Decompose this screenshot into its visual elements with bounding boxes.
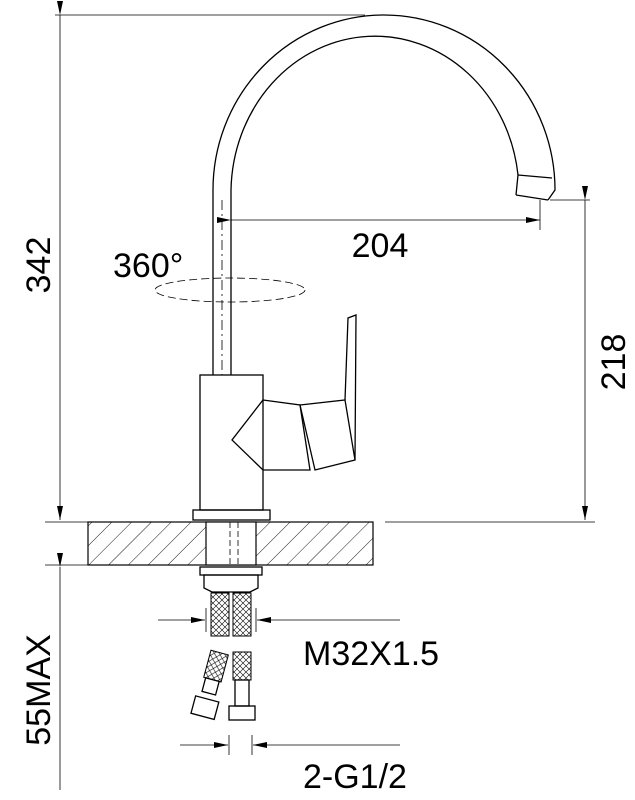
mounting-nut-and-hoses [190, 566, 263, 721]
spout [212, 14, 556, 375]
dim-max-thickness: 55MAX [20, 634, 58, 746]
dimension-lines [45, 1, 595, 790]
dim-thread: M32X1.5 [303, 635, 439, 673]
faucet-body [192, 314, 357, 521]
dim-hose-connection: 2-G1/2 [303, 758, 407, 796]
dim-spout-height: 218 [595, 334, 633, 391]
countertop [87, 521, 374, 566]
dim-rotation: 360° [113, 247, 183, 285]
dim-total-height: 342 [20, 237, 58, 294]
dim-reach: 204 [352, 227, 409, 265]
